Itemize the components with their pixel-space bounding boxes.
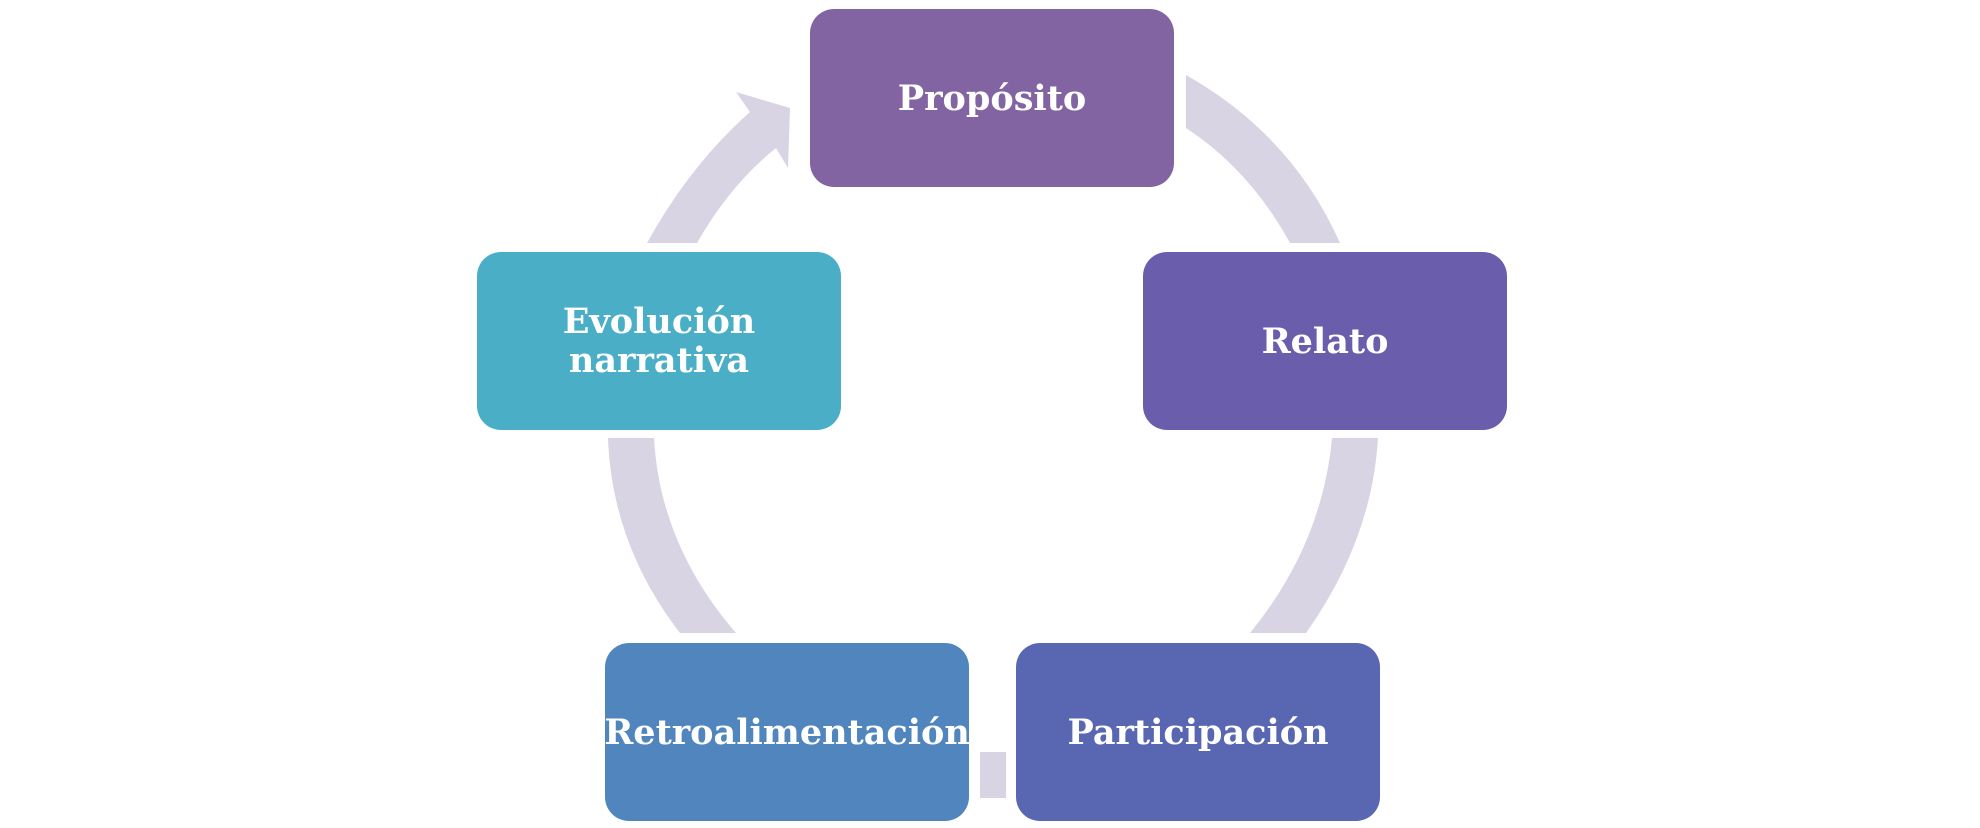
node-retroalimentacion: Retroalimentación: [604, 643, 970, 821]
node-relato: Relato: [1143, 252, 1507, 430]
node-participacion: Participación: [1016, 643, 1380, 821]
connector-participacion-retro: [980, 752, 1006, 798]
connector-retro-evolucion: [608, 438, 736, 633]
node-proposito-label: Propósito: [897, 77, 1087, 119]
node-relato-label: Relato: [1261, 320, 1389, 362]
connector-proposito-relato: [1186, 75, 1340, 243]
node-evolucion-narrativa: Evolución narrativa: [477, 252, 841, 430]
connector-relato-participacion: [1250, 438, 1378, 633]
node-retroalimentacion-label: Retroalimentación: [604, 711, 970, 753]
connector-evolucion-proposito-arrow: [647, 92, 790, 243]
node-evolucion-narrativa-label: Evolución narrativa: [562, 301, 756, 381]
node-participacion-label: Participación: [1067, 711, 1329, 753]
node-proposito: Propósito: [810, 9, 1174, 187]
